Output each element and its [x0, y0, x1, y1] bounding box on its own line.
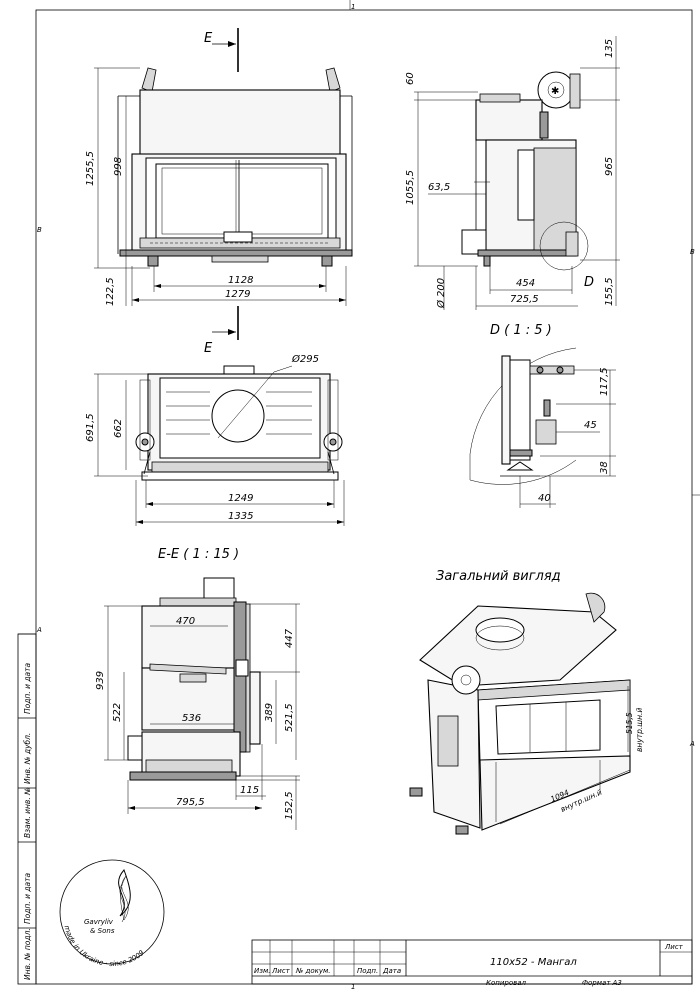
side-dim-depth-inner: 454 [516, 278, 535, 289]
section-dim-right-mid-a: 389 [264, 703, 275, 722]
zone-label-right-a: A [689, 740, 695, 748]
side-view: ✱ D 60 1055,5 135 965 155,5 63,5 [405, 36, 620, 310]
front-dim-foot-height: 122,5 [105, 277, 116, 306]
side-dim-top-offset: 60 [405, 72, 416, 85]
section-title: E-E ( 1 : 15 ) [158, 547, 239, 562]
flue-outlet [211, 389, 265, 443]
side-dim-height: 1055,5 [405, 170, 416, 205]
detail-title: D ( 1 : 5 ) [490, 323, 552, 338]
page-number-top: 1 [351, 3, 355, 11]
detail-view: D ( 1 : 5 ) 117,5 45 38 40 [469, 323, 616, 508]
detail-dim-foot: 38 [599, 461, 610, 474]
stamp-row-3: Взам. инв. № [23, 787, 32, 838]
section-dim-mid-width: 536 [182, 713, 201, 724]
front-dim-height-total: 1255,5 [85, 151, 96, 186]
top-view: Ø295 691,5 662 1249 1335 [85, 353, 345, 526]
section-dim-bottom-offset: 115 [240, 785, 259, 796]
title-col-sign: Подп. [357, 967, 378, 975]
general-dim-opening-height: 515,5 [625, 712, 634, 734]
zone-label-left-b: B [37, 226, 42, 234]
section-dim-bottom-height: 152,5 [284, 791, 295, 820]
front-dim-height-inner: 998 [113, 157, 124, 176]
title-format: Формат А3 [582, 979, 622, 987]
general-dim-opening-height-note: внутр.шн.й [635, 708, 644, 752]
stamp-row-5: Инв. № подл. [23, 928, 32, 980]
top-dim-depth-total: 691,5 [85, 413, 96, 442]
title-sheet-label: Лист [664, 943, 684, 951]
title-product: 110х52 - Мангал [490, 957, 577, 968]
title-copied: Копировал [486, 979, 527, 987]
logo-brand-line1: Gavryliv [84, 918, 114, 926]
front-dim-width-total: 1279 [225, 289, 250, 300]
section-dim-total-height: 939 [95, 671, 106, 690]
section-dim-right-top: 447 [284, 628, 295, 648]
general-view: Загальний вигляд 515,5 внутр.шн.й 1094 в… [409, 569, 644, 835]
title-block: Изм. Лист № докум. Подп. Дата 110х52 - М… [251, 939, 693, 987]
zone-label-left-a: A [36, 626, 42, 634]
section-dim-mid-height: 522 [112, 703, 123, 722]
front-dim-width-inner: 1128 [228, 275, 253, 286]
general-view-title: Загальний вигляд [436, 569, 561, 584]
section-mark-bottom: E [204, 306, 239, 356]
stamp-row-4: Подп. и дата [23, 873, 32, 924]
top-dim-depth-inner: 662 [113, 419, 124, 438]
detail-dim-offset: 45 [584, 420, 597, 431]
side-stamp: Подп. и дата Инв. № дубл. Взам. инв. № П… [17, 633, 37, 985]
svg-text:✱: ✱ [551, 86, 559, 97]
svg-text:E: E [204, 31, 213, 46]
page-number-bottom: 1 [351, 983, 355, 990]
title-col-date: Дата [382, 967, 401, 975]
detail-dim-height: 117,5 [599, 367, 610, 396]
front-view: 1255,5 998 122,5 1128 1279 [85, 67, 353, 306]
section-dim-total-depth: 795,5 [176, 797, 205, 808]
brand-logo: Gavryliv & Sons made in Ukraine · since … [59, 859, 165, 968]
zone-label-right-b: B [690, 248, 695, 256]
side-dim-cap-height: 135 [604, 39, 615, 58]
title-col-doc: № докум. [295, 967, 331, 975]
section-view: E-E ( 1 : 15 ) 470 447 939 522 536 389 5… [95, 547, 300, 830]
side-dim-foot-height: 155,5 [604, 277, 615, 306]
title-col-izm: Изм. [254, 967, 270, 975]
top-dim-width-total: 1335 [228, 511, 253, 522]
stamp-row-2: Инв. № дубл. [23, 733, 32, 784]
detail-dim-width: 40 [538, 493, 551, 504]
section-dim-right-mid-b: 521,5 [284, 703, 295, 732]
section-dim-top-width: 470 [176, 616, 195, 627]
top-dim-width-inner: 1249 [228, 493, 253, 504]
svg-text:E: E [204, 341, 213, 356]
side-dim-duct-diameter: Ø 200 [435, 278, 447, 309]
stamp-row-1: Подп. и дата [23, 663, 32, 714]
top-dim-flue-diameter: Ø295 [291, 353, 319, 365]
fan-icon-general [451, 665, 481, 695]
side-dim-upper-height: 965 [604, 157, 615, 176]
detail-d-label: D [584, 275, 594, 290]
side-dim-offset: 63,5 [428, 182, 450, 193]
logo-brand-line2: & Sons [90, 927, 115, 935]
detail-d-circle [539, 221, 589, 271]
section-mark-top: E [204, 28, 239, 72]
side-dim-depth-total: 725,5 [510, 294, 539, 305]
title-col-list: Лист [271, 967, 291, 975]
